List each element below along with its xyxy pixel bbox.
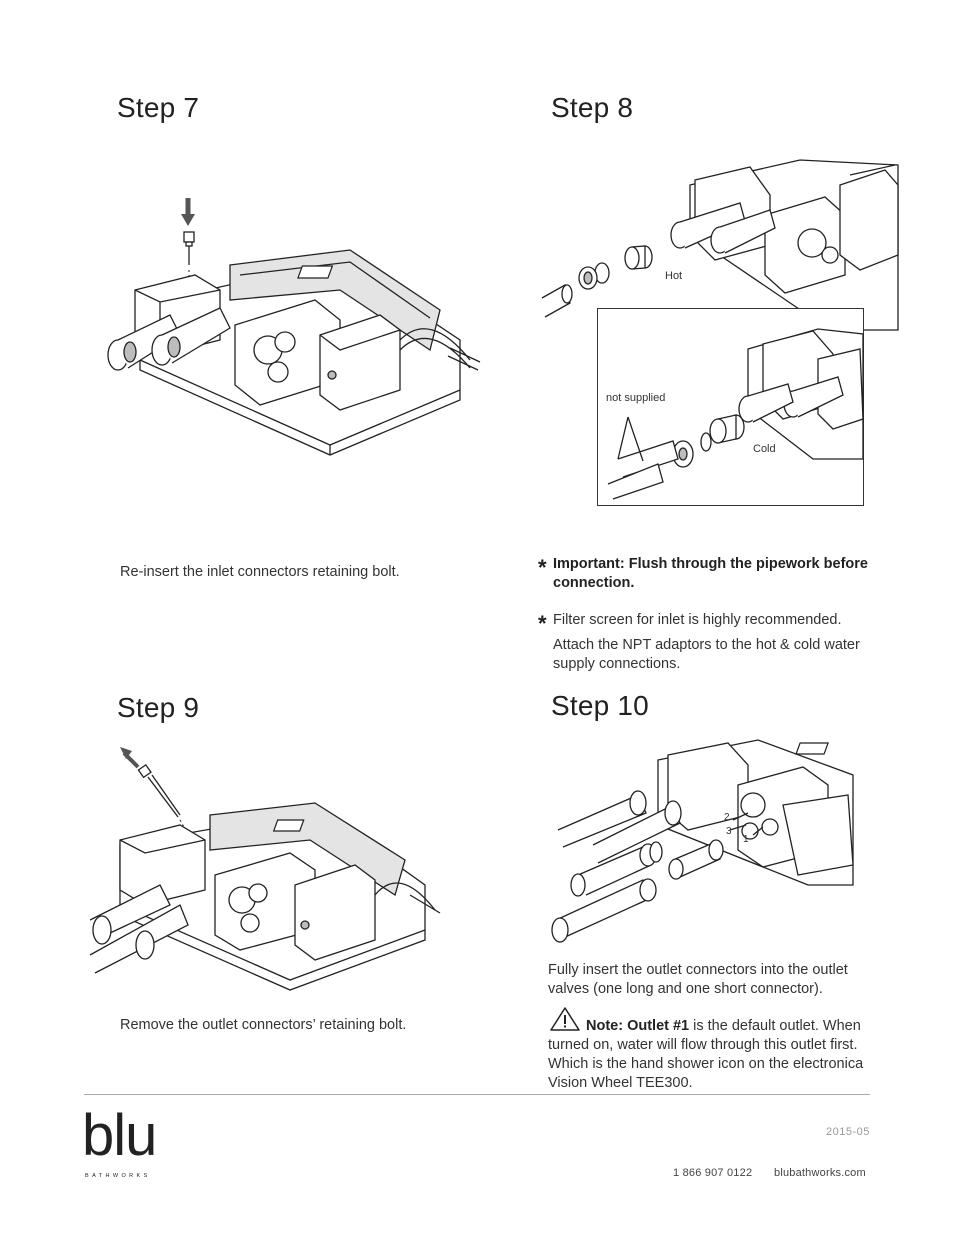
step-10-illustration [551,739,854,943]
outlet-note-bold: Note: Outlet #1 [586,1018,690,1034]
arrow-down-icon [181,198,195,226]
outlet-3-label: 3 [726,826,732,837]
step-8-inset-illustration [607,328,864,500]
blu-logo: blu [82,1103,157,1168]
blu-logo-subtitle: BATHWORKS [85,1173,151,1179]
step-8-illustration [541,159,899,331]
footer-website[interactable]: blubathworks.com [774,1167,866,1179]
outlet-note-rest: is the default outlet. When turned on, w… [548,1018,864,1091]
outlet-1-label: 1 [743,834,749,845]
bolt-icon [137,763,201,856]
step-9-instruction: Remove the outlet connectors’ retaining … [120,1017,407,1033]
step-10-instruction: Fully insert the outlet connectors into … [548,962,848,997]
step-8-filter-note: Filter screen for inlet is highly recomm… [553,612,842,628]
step-8-important-note: Important: Flush through the pipework be… [553,556,868,591]
step-9-title: Step 9 [117,692,200,723]
footer-phone: 1 866 907 0122 [673,1167,753,1179]
outlet-2-label: 2 [724,812,730,823]
hot-label: Hot [665,270,683,282]
document-date: 2015-05 [826,1126,870,1138]
warning-triangle-icon [550,1007,580,1031]
asterisk-bullet: * [538,611,547,636]
arrow-up-left-icon [120,747,140,769]
asterisk-bullet: * [538,555,547,580]
step-10-title: Step 10 [551,690,649,721]
step-8-title: Step 8 [551,92,634,123]
step-10-outlet-note: Note: Outlet #1 is the default outlet. W… [548,1017,883,1093]
not-supplied-label: not supplied [606,392,666,404]
step-9-illustration [89,747,441,991]
step-7-title: Step 7 [117,92,200,123]
cold-label: Cold [753,443,776,455]
step-7-illustration [107,198,481,456]
step-8-instruction: Attach the NPT adaptors to the hot & col… [553,637,860,672]
step-7-instruction: Re-insert the inlet connectors retaining… [120,564,400,580]
footer-divider [84,1094,870,1095]
